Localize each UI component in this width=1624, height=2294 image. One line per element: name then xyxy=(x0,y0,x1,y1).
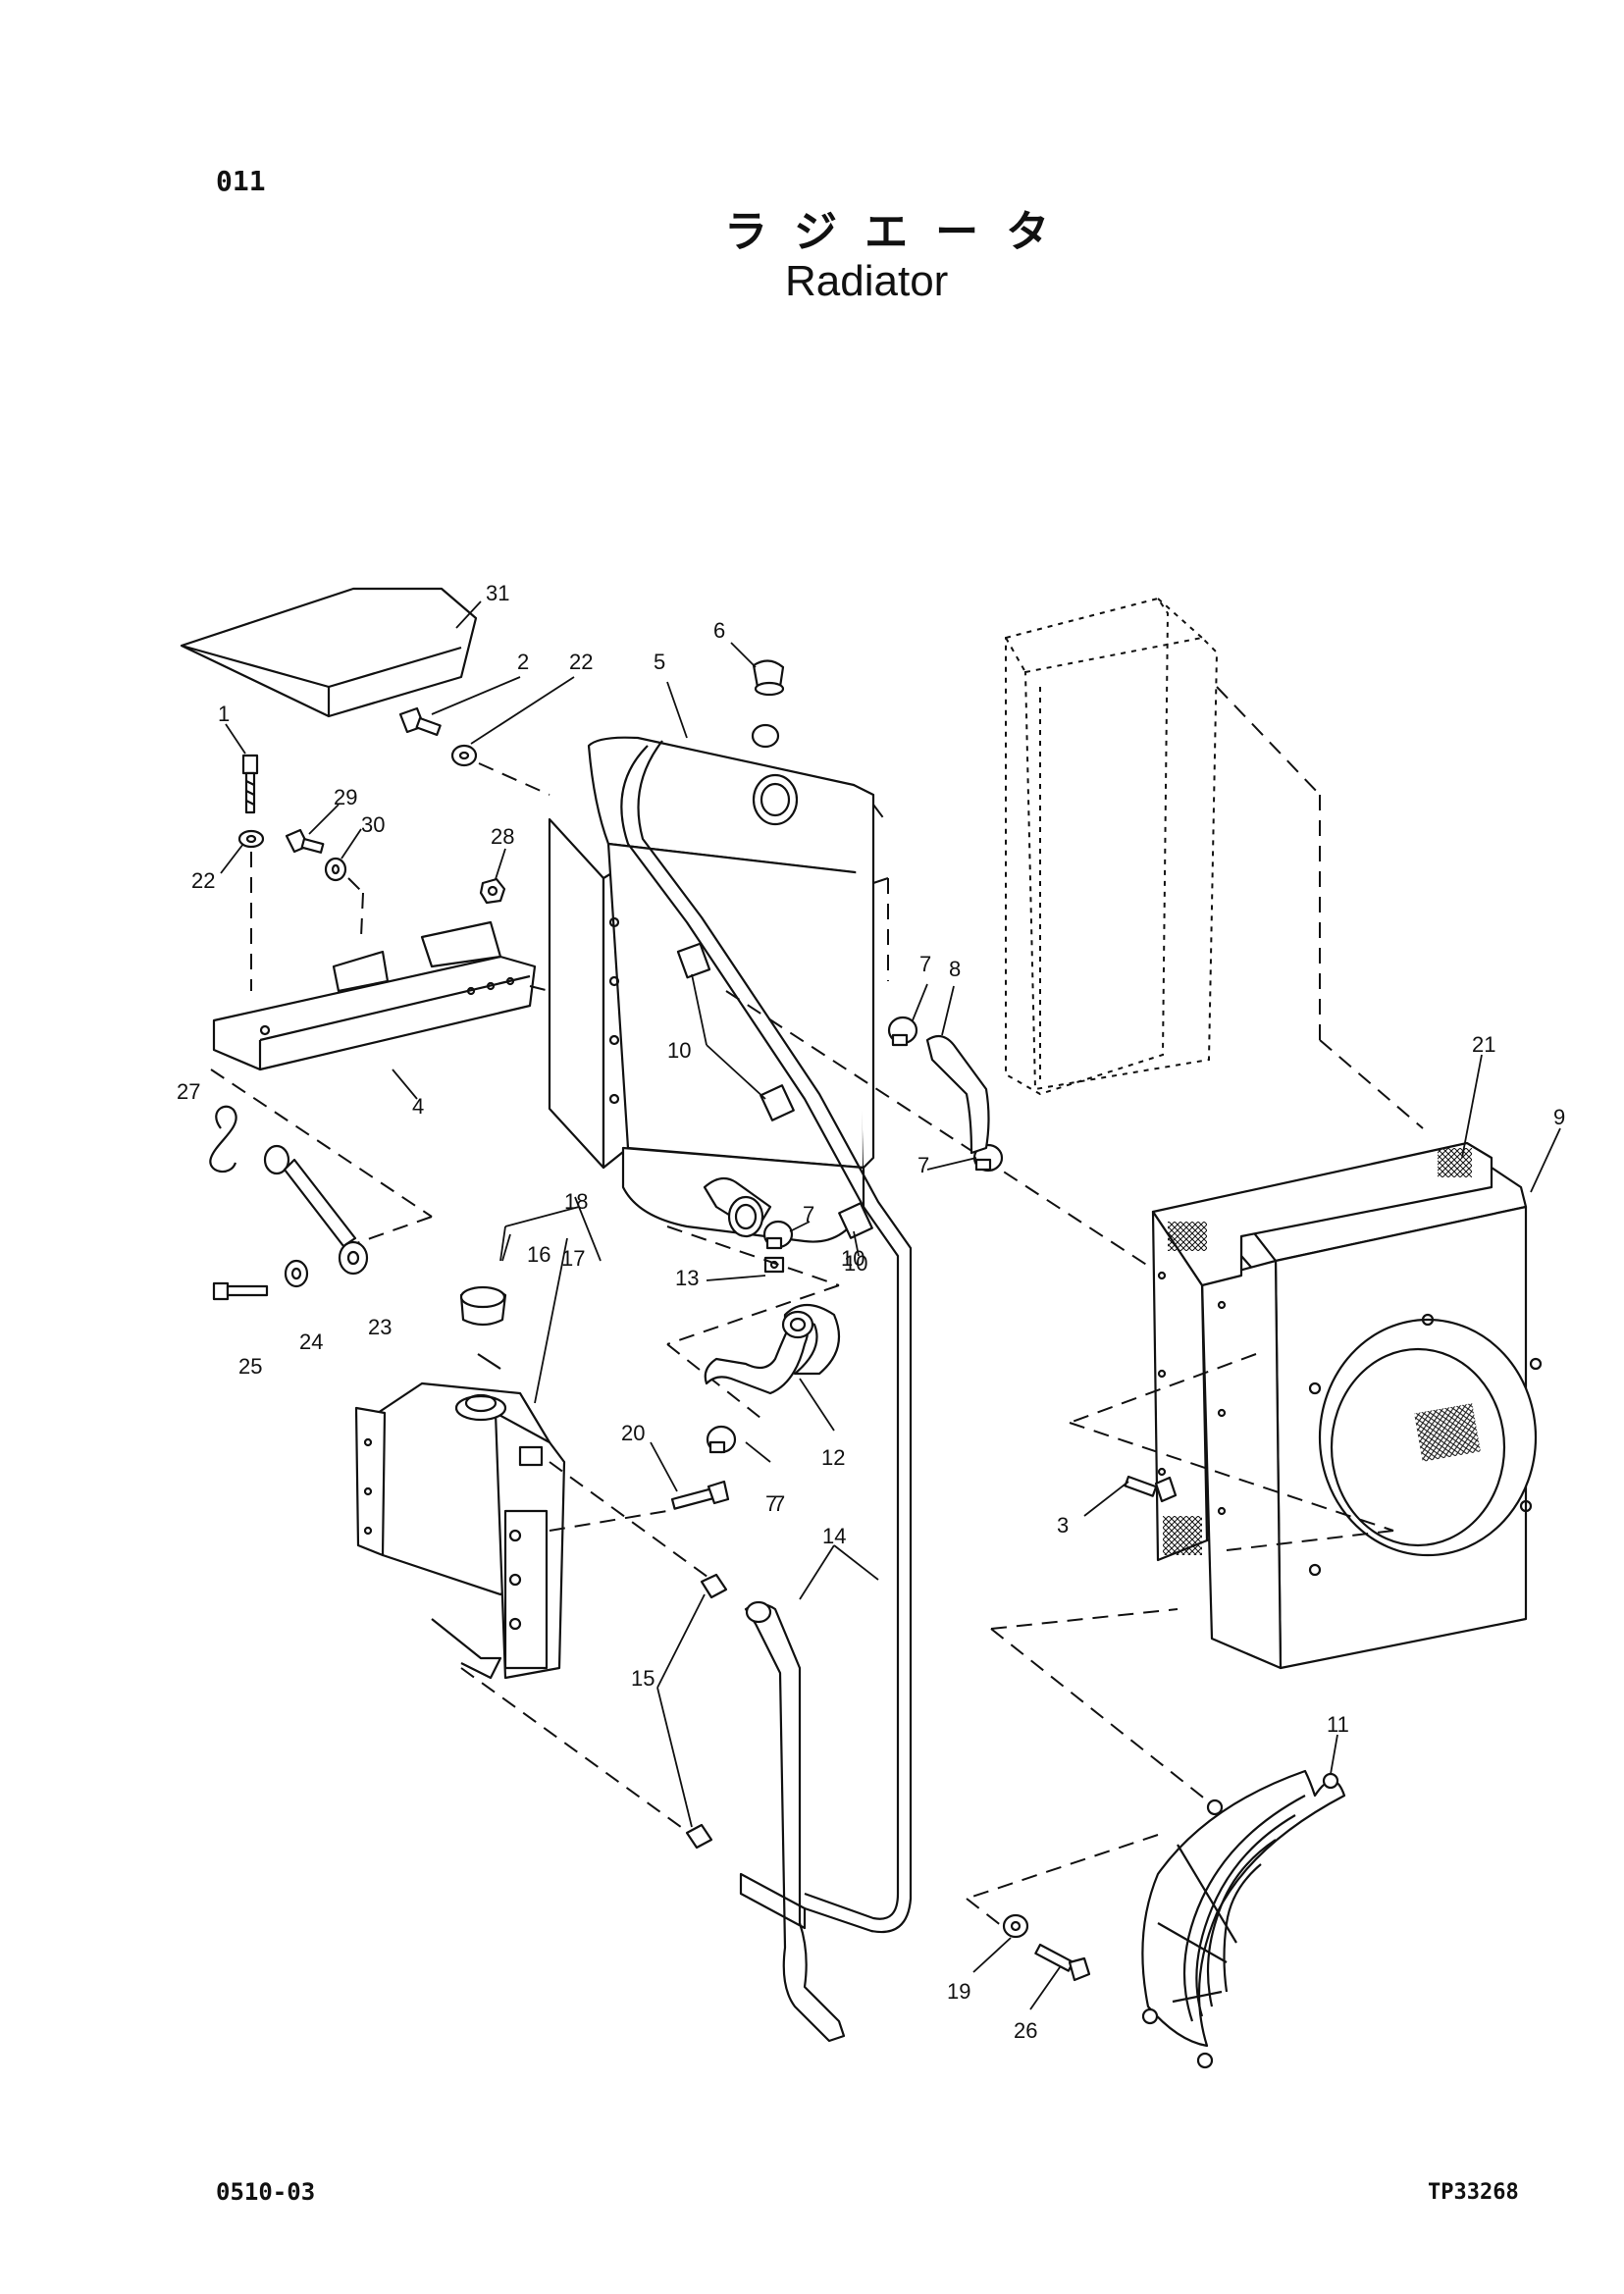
callout-26: 27 xyxy=(177,1079,200,1104)
nut-27 xyxy=(479,877,506,905)
washer-22b xyxy=(450,744,478,767)
drain-plug-13 xyxy=(763,1256,785,1274)
bolt-29 xyxy=(1034,1943,1091,1982)
washer-19 xyxy=(1002,1913,1029,1939)
clip-15a xyxy=(700,1573,728,1599)
bolt-30 xyxy=(285,828,325,854)
callout-16: 16 xyxy=(527,1242,550,1267)
outlet-pipe xyxy=(703,1176,772,1238)
callout-27: 28 xyxy=(491,824,514,849)
screen-21 xyxy=(1151,1141,1493,1562)
callout-10c: 10 xyxy=(841,1246,864,1271)
callout-12: 12 xyxy=(821,1445,845,1470)
clamp-7d xyxy=(706,1425,737,1454)
clamp-7b xyxy=(972,1143,1004,1173)
bushing-24 xyxy=(284,1259,309,1288)
radiator-5 xyxy=(548,723,875,1243)
callout-20: 20 xyxy=(621,1421,645,1445)
callout-15: 15 xyxy=(631,1666,655,1691)
clip-10c xyxy=(838,1202,873,1239)
callout-23: 23 xyxy=(368,1315,392,1339)
bolt-25 xyxy=(212,1281,269,1301)
callout-7a: 7 xyxy=(919,952,931,976)
callout-7b: 7 xyxy=(917,1153,929,1177)
footer-left-code: 0510-03 xyxy=(216,2178,316,2206)
title-english: Radiator xyxy=(785,257,949,305)
callout-22: 22 xyxy=(569,650,593,674)
lower-hose-12 xyxy=(704,1303,841,1395)
callout-19: 19 xyxy=(947,1979,970,2004)
page-number: 011 xyxy=(216,165,266,197)
washer-31 xyxy=(324,857,347,882)
callout-10a: 10 xyxy=(667,1038,691,1063)
callout-29: 26 xyxy=(1014,2018,1037,2043)
overflow-pipe xyxy=(620,740,913,1934)
fan-guard-11 xyxy=(1141,1769,1346,2069)
title-japanese: ラジエータ xyxy=(724,207,1077,257)
clip-10b xyxy=(760,1084,795,1121)
callout-24: 24 xyxy=(299,1329,323,1354)
callout-25: 25 xyxy=(238,1354,262,1379)
callout-1: 1 xyxy=(218,702,230,726)
clamp-7a xyxy=(887,1016,918,1047)
footer-right-code: TP33268 xyxy=(1428,2180,1519,2205)
reserve-tank-cap-16 xyxy=(459,1285,507,1370)
bolt-20 xyxy=(670,1480,730,1510)
washer-22a xyxy=(237,829,265,849)
callout-9: 9 xyxy=(1553,1105,1565,1129)
clip-10a xyxy=(676,942,711,979)
reserve-tank-17 xyxy=(354,1382,566,1680)
callout-18: 18 xyxy=(564,1189,588,1214)
link-23 xyxy=(263,1144,369,1276)
callout-22b: 22 xyxy=(191,868,215,893)
callout-7e: 7 xyxy=(765,1491,777,1516)
bracket-4 xyxy=(212,920,537,1071)
callout-30: 29 xyxy=(334,785,357,809)
callout-13: 13 xyxy=(675,1266,699,1290)
bolt-1 xyxy=(241,754,259,814)
callout-4: 4 xyxy=(412,1094,424,1119)
hose-14 xyxy=(739,1600,846,2043)
callout-6: 6 xyxy=(713,618,725,643)
leader-lines xyxy=(220,600,1561,2010)
callout-10b: 10 xyxy=(844,1251,867,1276)
callout-17: 17 xyxy=(561,1246,585,1271)
hook-26 xyxy=(209,1105,237,1173)
callout-7c: 7 xyxy=(803,1202,814,1226)
callout-28: 31 xyxy=(486,581,509,605)
clamp-7c xyxy=(762,1220,794,1250)
upper-hose-8 xyxy=(925,1034,990,1155)
callout-7d: 7 xyxy=(773,1491,785,1516)
callout-11: 11 xyxy=(1327,1712,1349,1737)
callout-3: 3 xyxy=(1057,1513,1069,1538)
shroud-9 xyxy=(1200,1166,1543,1670)
callout-labels: 31 2 22 5 6 1 22 29 30 28 4 27 7 8 10 7 … xyxy=(177,581,1565,2043)
bolt-2 xyxy=(398,706,442,737)
callout-14: 14 xyxy=(822,1524,846,1548)
oil-cooler-dotted xyxy=(1005,597,1219,1096)
cap-6 xyxy=(752,659,785,697)
cover-plate-28 xyxy=(180,587,478,718)
callout-8: 8 xyxy=(949,957,961,981)
callout-21: 21 xyxy=(1472,1032,1495,1057)
callout-2: 2 xyxy=(517,650,529,674)
callout-31: 30 xyxy=(361,812,385,837)
clip-15b xyxy=(685,1823,713,1850)
callout-5: 5 xyxy=(654,650,665,674)
bolt-3 xyxy=(1124,1475,1178,1503)
